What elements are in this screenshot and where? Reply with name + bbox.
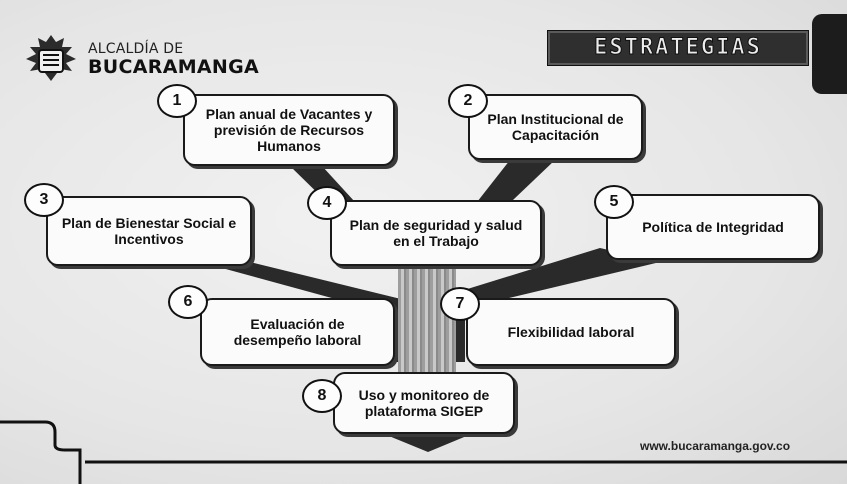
org-name-line1: ALCALDÍA DE [88,41,184,57]
strategy-title-6: Evaluación de desempeño laboral [233,316,362,348]
tree-trunk [398,255,456,395]
corner-tab [812,14,847,94]
strategy-number-4: 4 [307,186,347,220]
strategy-title-8: Uso y monitoreo de plataforma SIGEP [358,387,490,419]
strategy-box-8: Uso y monitoreo de plataforma SIGEP [333,372,515,434]
strategy-box-4: Plan de seguridad y salud en el Trabajo [330,200,542,266]
footer-url: www.bucaramanga.gov.co [640,439,791,453]
org-name-line2: BUCARAMANGA [88,56,260,78]
strategy-title-5: Política de Integridad [642,219,784,235]
branch-7 [455,318,465,362]
strategy-title-1: Plan anual de Vacantes y previsión de Re… [205,106,373,154]
strategy-box-3: Plan de Bienestar Social e Incentivos [46,196,252,266]
strategy-box-2: Plan Institucional de Capacitación [468,94,643,160]
slide-title: ESTRATEGIAS [594,35,762,61]
strategy-box-7: Flexibilidad laboral [466,298,676,366]
title-plate: ESTRATEGIAS [547,30,809,66]
strategy-title-7: Flexibilidad laboral [507,324,635,340]
strategy-title-3: Plan de Bienestar Social e Incentivos [61,215,237,247]
strategy-box-1: Plan anual de Vacantes y previsión de Re… [183,94,395,166]
strategy-number-2: 2 [448,84,488,118]
strategy-number-6: 6 [168,285,208,319]
branch-5 [448,248,660,312]
strategy-number-5: 5 [594,185,634,219]
footer-bracket [0,420,82,484]
strategy-title-4: Plan de seguridad y salud en el Trabajo [349,217,523,249]
strategy-box-5: Política de Integridad [606,194,820,260]
crest-icon [26,35,76,81]
strategy-number-1: 1 [157,84,197,118]
strategy-box-6: Evaluación de desempeño laboral [200,298,395,366]
strategy-title-2: Plan Institucional de Capacitación [487,111,624,143]
strategy-number-8: 8 [302,379,342,413]
strategy-number-7: 7 [440,287,480,321]
strategy-number-3: 3 [24,183,64,217]
